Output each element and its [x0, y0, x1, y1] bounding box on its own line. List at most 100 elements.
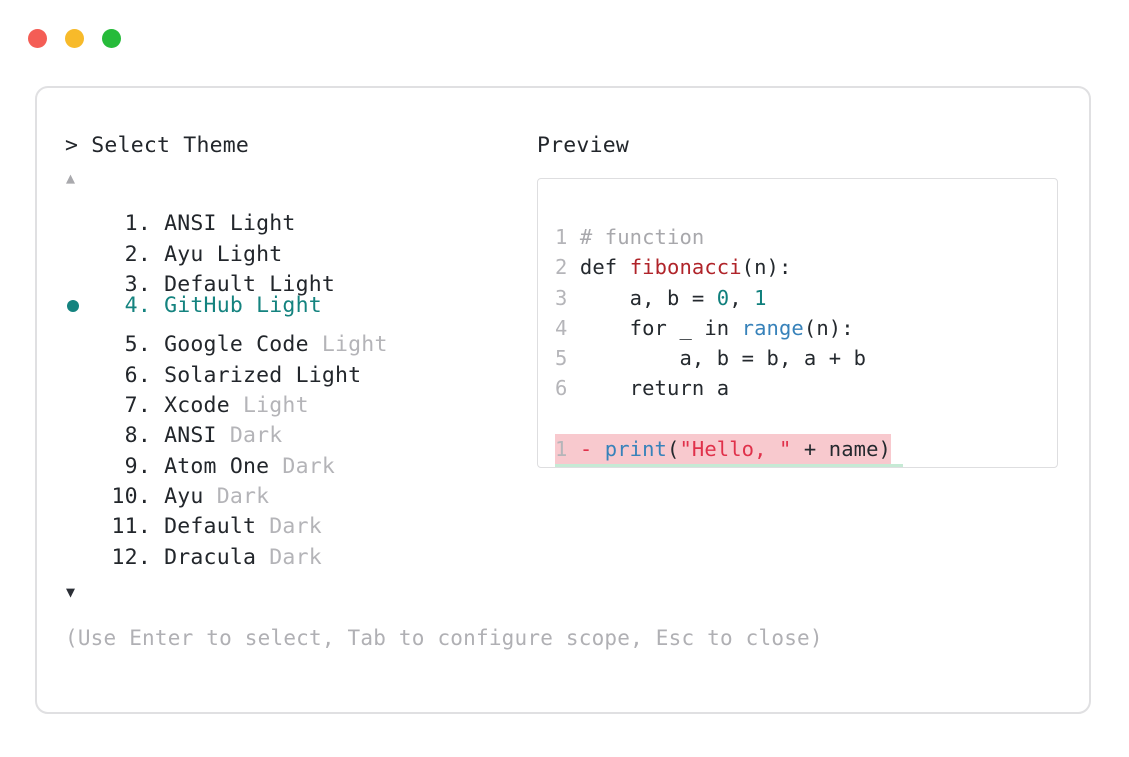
theme-item-label: Default [164, 271, 257, 297]
selection-bullet-cell [65, 351, 99, 381]
theme-item-variant: Light [243, 293, 322, 319]
code-token-builtin: range [741, 315, 804, 340]
theme-item-variant: Light [203, 241, 283, 267]
theme-item-separator: . [137, 293, 165, 319]
theme-list-item[interactable]: 8. ANSI Dark [65, 412, 535, 448]
window-traffic-lights [28, 29, 121, 48]
diff-highlight: 1 - print("Hello, " + name) [555, 434, 891, 465]
select-theme-heading: > Select Theme [65, 133, 250, 158]
scroll-up-arrow-icon[interactable]: ▲ [66, 169, 76, 187]
minimize-window-button[interactable] [65, 29, 84, 48]
theme-item-number: 1 [124, 211, 138, 237]
selection-bullet-cell [65, 200, 99, 230]
theme-item-label: Dracula [164, 544, 257, 570]
theme-list-item[interactable]: 3. Default Light [65, 261, 535, 297]
diff-marker: + [567, 467, 604, 468]
theme-item-label: Atom One [164, 453, 270, 479]
code-line-number: 6 [555, 376, 568, 401]
theme-item-separator: . [137, 544, 165, 570]
theme-item-label: Ayu [164, 241, 204, 267]
theme-list-item[interactable]: 6. Solarized Light [65, 351, 535, 388]
theme-list-item[interactable]: 7. Xcode Light [65, 382, 535, 418]
theme-item-variant: Light [308, 332, 388, 358]
code-line: 2 def fibonacci(n): [555, 252, 903, 282]
code-blank-line [555, 404, 903, 434]
scroll-down-arrow-icon[interactable]: ▼ [66, 582, 76, 601]
code-token-num: 0 [716, 285, 730, 310]
selection-bullet-cell [65, 533, 99, 563]
theme-list-item[interactable]: 12. Dracula Dark [65, 533, 535, 570]
theme-item-separator: . [137, 271, 165, 297]
code-token-num: 1 [754, 285, 767, 310]
selection-bullet-cell [65, 261, 99, 291]
code-line-number: 1 [555, 225, 568, 249]
theme-item-label: Google Code [164, 332, 309, 358]
code-token-plain: return a [579, 376, 730, 401]
code-token-str: f"Hello, [679, 467, 791, 468]
theme-list-item[interactable]: 11. Default Dark [65, 503, 535, 539]
diff-line-number: 1 [555, 437, 568, 462]
theme-item-separator: . [137, 211, 165, 237]
preview-heading: Preview [537, 133, 630, 158]
theme-item-separator: . [137, 362, 165, 388]
code-token-comment: # function [579, 225, 705, 249]
theme-item-label: Xcode [164, 393, 230, 419]
theme-item-number: 4 [124, 293, 138, 319]
theme-item-separator: . [137, 483, 165, 509]
diff-marker: - [567, 437, 605, 462]
code-token-plain: a, b = b, a + b [579, 346, 867, 371]
theme-item-separator: . [137, 332, 165, 358]
keyboard-hint-text: (Use Enter to select, Tab to configure s… [65, 626, 823, 650]
code-token-plain: for _ in [579, 315, 742, 340]
theme-item-label: Solarized [164, 362, 283, 388]
theme-item-separator: . [137, 423, 165, 449]
theme-item-variant: Light [256, 271, 336, 297]
code-line: 3 a, b = 0, 1 [555, 283, 903, 313]
code-token-builtin: print [605, 467, 667, 468]
theme-item-variant: Light [229, 393, 309, 419]
theme-list-item[interactable]: 2. Ayu Light [65, 230, 535, 267]
selection-bullet-cell [65, 503, 99, 533]
theme-item-separator: . [137, 453, 165, 479]
code-token-plain: (n): [803, 315, 854, 340]
theme-item-variant: Dark [256, 544, 322, 570]
code-token-plain: + name) [791, 437, 891, 462]
theme-item-separator: . [137, 241, 165, 267]
selection-bullet-cell [65, 473, 99, 503]
code-line-number: 4 [555, 315, 568, 340]
theme-list-item[interactable]: 5. Google Code Light [65, 321, 535, 357]
code-gutter-space [567, 316, 579, 340]
selection-bullet-cell [65, 291, 99, 321]
code-line: 1 # function [555, 222, 903, 252]
theme-item-variant: Dark [216, 423, 283, 449]
code-line: 4 for _ in range(n): [555, 313, 903, 343]
theme-list-item[interactable]: 1. ANSI Light [65, 200, 535, 236]
code-token-plain: ( [667, 467, 679, 468]
selection-bullet-cell [65, 321, 99, 351]
theme-list-item[interactable]: 4. GitHub Light [65, 291, 535, 321]
code-token-fn: fibonacci [629, 255, 742, 280]
close-window-button[interactable] [28, 29, 47, 48]
theme-item-number: 11 [111, 514, 138, 540]
code-line: 5 a, b = b, a + b [555, 343, 903, 373]
code-line-number: 5 [555, 346, 568, 371]
theme-item-number: 8 [124, 423, 138, 449]
theme-item-number: 3 [124, 271, 138, 297]
diff-line-number: 1 [555, 467, 567, 468]
code-token-plain: (n): [741, 255, 792, 280]
theme-list-item[interactable]: 9. Atom One Dark [65, 442, 535, 479]
code-token-str: ! [866, 467, 878, 468]
code-token-plain: , [729, 285, 755, 310]
theme-item-number: 10 [111, 483, 138, 509]
theme-item-label: GitHub [164, 293, 243, 319]
maximize-window-button[interactable] [102, 29, 121, 48]
theme-list-item[interactable]: 10. Ayu Dark [65, 473, 535, 509]
theme-item-variant: Light [216, 211, 296, 237]
diff-highlight: 1 + print(f"Hello, {name}!") [555, 464, 904, 468]
